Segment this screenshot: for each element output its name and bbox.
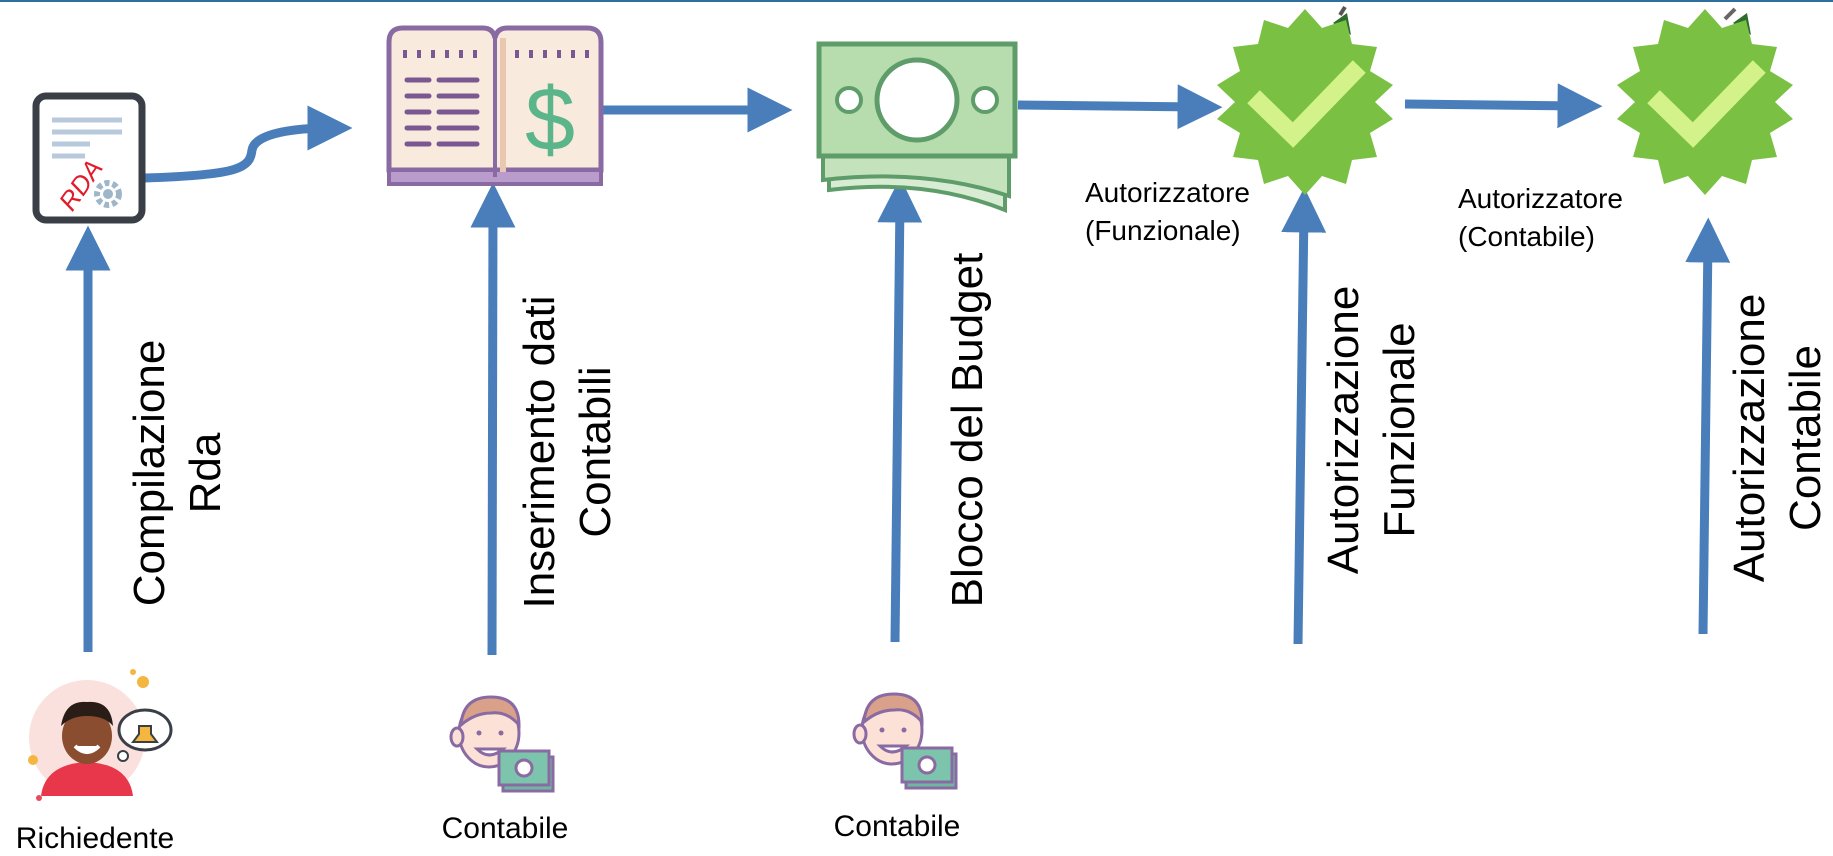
step-label-inserimento: Inserimento dati Contabili xyxy=(512,295,624,608)
step-label-line: Contabile xyxy=(1781,345,1830,531)
authorizer-label-funzionale: Autorizzatore (Funzionale) xyxy=(1085,174,1250,250)
arrow-up-step3 xyxy=(877,177,923,643)
accountant-icon xyxy=(449,695,555,793)
accountant-icon xyxy=(852,692,958,790)
requester-avatar-icon xyxy=(28,669,173,801)
step-label-line: Autorizzazione xyxy=(1725,293,1774,583)
arrow-up-step4 xyxy=(1281,187,1327,645)
authorizer-line: (Funzionale) xyxy=(1085,215,1241,246)
authorizer-line: (Contabile) xyxy=(1458,221,1595,252)
authorizer-label-contabile: Autorizzatore (Contabile) xyxy=(1458,180,1623,256)
rda-document-icon: RDA xyxy=(32,92,146,224)
step-label-line: Rda xyxy=(181,432,230,514)
step-label-line: Contabili xyxy=(571,366,620,538)
verified-badge-icon xyxy=(1617,7,1793,195)
actor-label-richiedente: Richiedente xyxy=(15,822,175,855)
step-label-line: Inserimento dati xyxy=(515,295,564,609)
authorizer-line: Autorizzatore xyxy=(1458,183,1623,214)
step-label-line: Compilazione xyxy=(125,339,174,607)
ledger-book-icon: $ xyxy=(386,25,604,186)
step-label-line: Funzionale xyxy=(1375,322,1424,538)
step-label-autorizzazione-contabile: Autorizzazione Contabile xyxy=(1722,294,1833,583)
arrow-money-to-badge1 xyxy=(1017,84,1223,130)
svg-text:$: $ xyxy=(525,70,575,170)
authorizer-line: Autorizzatore xyxy=(1085,177,1250,208)
top-border xyxy=(0,0,1833,2)
verified-badge-icon xyxy=(1217,5,1393,195)
step-label-line: Blocco del Budget xyxy=(943,252,992,608)
money-stack-icon xyxy=(816,41,1018,213)
arrow-up-step2 xyxy=(470,182,516,656)
actor-label-contabile: Contabile xyxy=(441,812,569,845)
arrow-doc-to-book xyxy=(144,105,353,183)
arrow-up-step5 xyxy=(1685,217,1731,635)
step-label-blocco-budget: Blocco del Budget xyxy=(940,253,996,608)
step-label-compilazione: Compilazione Rda xyxy=(122,340,234,607)
actor-label-contabile: Contabile xyxy=(833,810,961,843)
step-label-line: Autorizzazione xyxy=(1319,285,1368,575)
arrow-badge1-to-badge2 xyxy=(1404,83,1603,129)
step-label-autorizzazione-funzionale: Autorizzazione Funzionale xyxy=(1316,286,1428,575)
